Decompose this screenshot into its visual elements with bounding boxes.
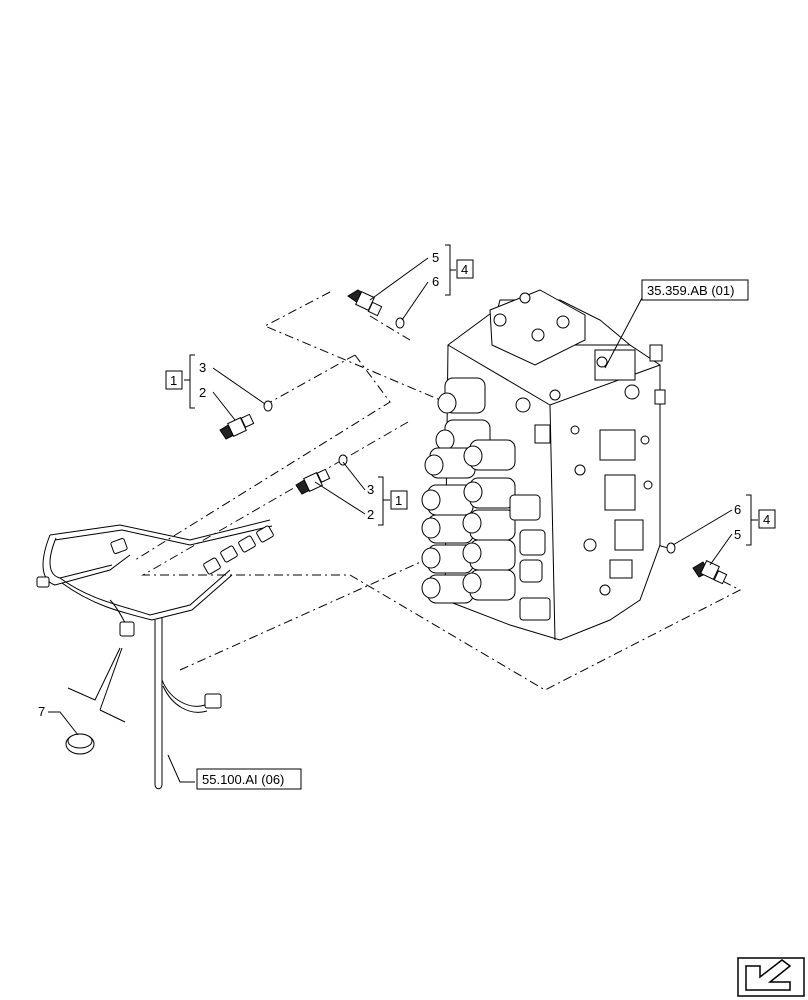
callout-item-5-top: 5	[432, 250, 439, 265]
callout-mid-group: 3 2 1	[367, 482, 408, 522]
callout-box-1-left	[165, 370, 183, 390]
valve-reference-box	[641, 279, 749, 301]
leader-lines	[134, 291, 742, 691]
o-ring-left	[263, 400, 273, 412]
wiring-harness	[36, 519, 274, 790]
o-ring-mid	[338, 454, 348, 466]
harness-reference[interactable]: 55.100.AI (06)	[196, 768, 302, 790]
callout-item-2-mid: 2	[367, 507, 374, 522]
callout-item-2-left: 2	[199, 385, 206, 400]
callout-leaders	[48, 244, 758, 783]
pressure-sensor-right	[692, 560, 728, 585]
harness-clip	[65, 733, 95, 755]
pressure-sensor-mid	[295, 468, 331, 495]
callout-box-4-top-label: 4	[461, 262, 468, 277]
callout-item-6-right: 6	[734, 502, 741, 517]
callout-left-group: 3 2 1	[165, 360, 206, 400]
o-ring-right	[666, 542, 676, 554]
callout-item-7: 7	[38, 704, 45, 719]
callout-box-4-top	[456, 259, 474, 279]
valve-reference[interactable]: 35.359.AB (01)	[641, 279, 749, 301]
spool-caps	[421, 377, 551, 621]
pressure-sensor-top	[347, 289, 383, 317]
callout-item-6-top: 6	[432, 274, 439, 289]
callout-right-group: 6 5 4	[734, 502, 776, 542]
harness-reference-label: 55.100.AI (06)	[202, 772, 284, 787]
o-ring-top	[395, 317, 405, 329]
callout-top-group: 5 6 4	[432, 250, 474, 289]
callout-item-3-mid: 3	[367, 482, 374, 497]
callout-box-1-mid	[390, 490, 408, 510]
control-valve-block	[421, 289, 666, 641]
callout-item-3-left: 3	[199, 360, 206, 375]
nav-arrow-icon[interactable]	[737, 957, 805, 997]
harness-reference-box	[196, 768, 302, 790]
callout-box-4-right	[758, 509, 776, 529]
valve-reference-label: 35.359.AB (01)	[647, 283, 734, 298]
callout-box-1-mid-label: 1	[395, 493, 402, 508]
callout-box-4-right-label: 4	[763, 512, 770, 527]
callout-box-1-left-label: 1	[170, 373, 177, 388]
callout-item-5-right: 5	[734, 527, 741, 542]
pressure-sensor-left	[219, 413, 255, 440]
